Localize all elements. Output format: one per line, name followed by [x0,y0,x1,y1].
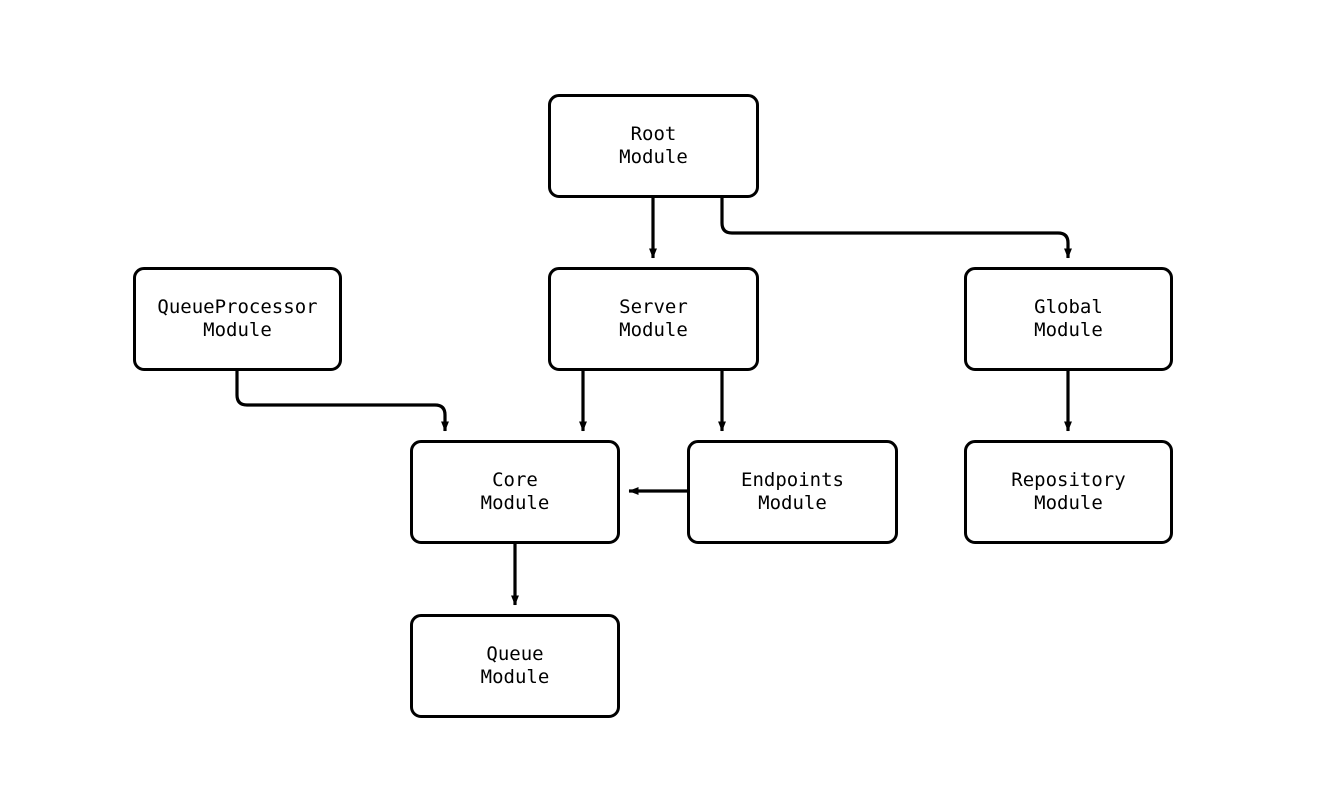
node-endpoints-module-line1: Endpoints [741,469,844,491]
node-queueprocessor-module-line1: QueueProcessor [157,296,318,318]
node-repository-module-line1: Repository [1011,469,1126,491]
node-queueprocessor-module[interactable]: QueueProcessor Module [133,267,342,371]
node-queue-module-line1: Queue [486,643,544,665]
node-repository-module-line2: Module [1034,492,1103,514]
edge-root-global [720,198,1072,259]
node-repository-module[interactable]: Repository Module [964,440,1173,544]
node-root-module-line2: Module [619,146,688,168]
node-root-module-line1: Root [630,123,677,145]
node-server-module-line1: Server [619,296,688,318]
node-queue-module-line2: Module [480,666,550,688]
node-global-module[interactable]: Global Module [964,267,1173,371]
node-endpoints-module-line2: Module [758,492,827,514]
node-global-module-line1: Global [1034,296,1103,318]
node-core-module[interactable]: Core Module [410,440,620,544]
node-global-module-line2: Module [1034,319,1103,341]
node-server-module-line2: Module [619,319,688,341]
node-root-module[interactable]: Root Module [548,94,759,198]
node-endpoints-module[interactable]: Endpoints Module [687,440,898,544]
node-core-module-line2: Module [480,492,550,514]
edge-queueprocessor-core [235,371,449,432]
node-core-module-line1: Core [492,469,538,491]
node-server-module[interactable]: Server Module [548,267,759,371]
node-queueprocessor-module-line2: Module [203,319,272,341]
node-queue-module[interactable]: Queue Module [410,614,620,718]
